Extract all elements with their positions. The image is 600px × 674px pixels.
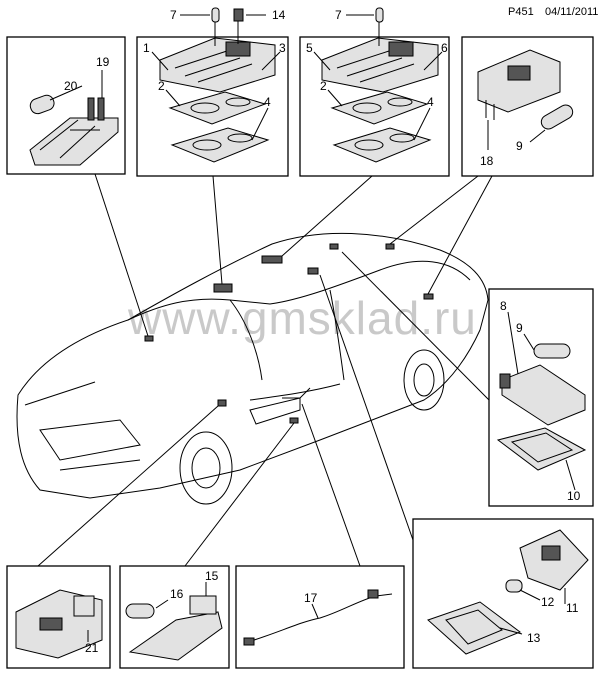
location-reading-lamp bbox=[144, 335, 154, 342]
callout-9-top: 9 bbox=[516, 139, 523, 153]
callout-4-rear: 4 bbox=[427, 95, 434, 109]
lens-4-rear bbox=[332, 127, 432, 163]
lens-4 bbox=[170, 127, 270, 163]
bracket-18 bbox=[477, 49, 561, 120]
location-front-console bbox=[261, 255, 283, 264]
harness-17 bbox=[243, 589, 393, 646]
callout-12: 12 bbox=[541, 595, 555, 609]
callout-11: 11 bbox=[566, 601, 579, 615]
detail-box-courtesy-lamp bbox=[119, 565, 230, 669]
lens-2 bbox=[168, 91, 267, 125]
console-front-1 bbox=[159, 37, 276, 93]
location-harness bbox=[282, 387, 311, 399]
callout-9-side: 9 bbox=[516, 321, 523, 335]
detail-box-lamp-bracket bbox=[461, 36, 594, 177]
detail-box-reading-lamp-holder bbox=[6, 36, 126, 175]
detail-box-glovebox-lamp bbox=[6, 565, 111, 669]
diagram-date: 04/11/2011 bbox=[545, 6, 598, 18]
bulb-7-right bbox=[375, 7, 384, 46]
callout-3: 3 bbox=[279, 41, 286, 55]
callout-8: 8 bbox=[500, 299, 507, 313]
location-bracket-lamp-a bbox=[385, 243, 395, 250]
callout-7-right: 7 bbox=[335, 8, 342, 22]
callout-17: 17 bbox=[304, 591, 318, 605]
callout-7-left: 7 bbox=[170, 8, 177, 22]
callout-13: 13 bbox=[527, 631, 541, 645]
location-bracket-lamp-b bbox=[423, 293, 434, 300]
bulb-14 bbox=[233, 8, 244, 44]
location-roof-lamp bbox=[307, 267, 319, 275]
detail-box-wiring-harness bbox=[235, 565, 405, 669]
callout-14: 14 bbox=[272, 8, 286, 22]
lamp-housing-8 bbox=[499, 364, 586, 426]
diagram-code: P451 bbox=[508, 6, 534, 18]
lens-10 bbox=[496, 427, 587, 471]
bulb-16 bbox=[125, 603, 155, 619]
vehicle-outline bbox=[16, 232, 489, 505]
detail-box-side-lamp bbox=[488, 288, 594, 507]
callout-6: 6 bbox=[441, 41, 448, 55]
lens-13 bbox=[427, 601, 522, 655]
bulb-12 bbox=[505, 579, 523, 593]
bulb-20 bbox=[29, 94, 55, 115]
callout-21: 21 bbox=[85, 641, 99, 655]
callout-16: 16 bbox=[170, 587, 184, 601]
watermark: www.gmsklad.ru bbox=[127, 292, 477, 344]
bulb-9-side bbox=[533, 343, 571, 359]
courtesy-lamp-15 bbox=[128, 595, 223, 661]
console-11 bbox=[519, 529, 589, 591]
location-glovebox-lamp bbox=[217, 399, 227, 407]
callout-20: 20 bbox=[64, 79, 78, 93]
bulb-9-top bbox=[540, 104, 574, 130]
callout-2-front: 2 bbox=[158, 79, 165, 93]
callout-1: 1 bbox=[143, 41, 150, 55]
callout-2-rear: 2 bbox=[320, 79, 327, 93]
leader-lines bbox=[37, 173, 493, 567]
callout-18: 18 bbox=[480, 154, 494, 168]
lens-2-rear bbox=[330, 91, 429, 125]
callout-5: 5 bbox=[306, 41, 313, 55]
location-rear-console bbox=[213, 283, 233, 293]
callout-19: 19 bbox=[96, 55, 110, 69]
glovebox-lamp-21 bbox=[15, 589, 103, 659]
location-courtesy-lamp bbox=[289, 417, 299, 424]
bulb-7-left bbox=[211, 7, 220, 46]
detail-box-roof-console bbox=[412, 518, 594, 669]
lamp-holder-19 bbox=[29, 97, 119, 166]
callout-10: 10 bbox=[567, 489, 581, 503]
detail-box-front-console bbox=[136, 36, 289, 177]
console-rear-5 bbox=[321, 37, 439, 93]
location-rear-roof-lamp bbox=[329, 243, 339, 250]
callout-4-front: 4 bbox=[264, 95, 271, 109]
detail-box-rear-console bbox=[299, 36, 450, 177]
callout-15: 15 bbox=[205, 569, 219, 583]
